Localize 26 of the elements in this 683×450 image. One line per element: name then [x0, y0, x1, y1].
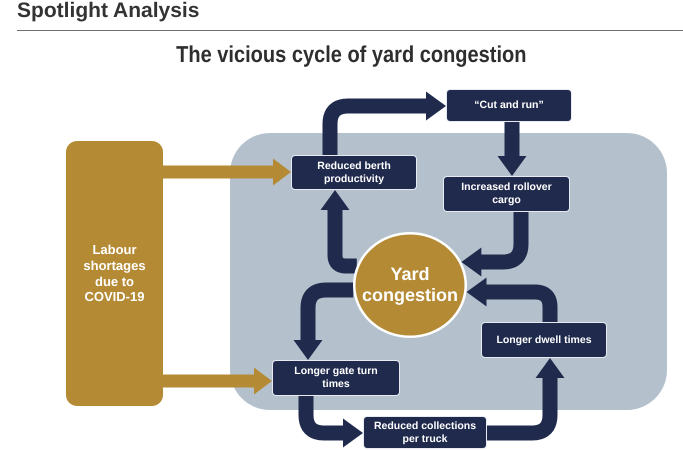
process-box [443, 176, 570, 212]
arrow [322, 92, 446, 155]
arrow [487, 358, 564, 440]
process-box [481, 322, 607, 358]
node-label: Reduced berth productivity [316, 160, 392, 186]
node-label: Longer dwell times [496, 334, 592, 346]
arrow [163, 158, 291, 186]
circle-label: Yard congestion [360, 264, 459, 306]
section-heading: Spotlight Analysis [17, 0, 200, 23]
process-box [363, 416, 487, 449]
central-circle [353, 232, 467, 338]
node-label: Increased rollover cargo [460, 181, 553, 207]
node-label: Longer gate turn times [293, 365, 379, 391]
diagram-title: The vicious cycle of yard congestion [176, 41, 527, 67]
node-label: Labour shortages due to COVID-19 [82, 242, 147, 305]
arrow [466, 278, 558, 322]
arrow [320, 190, 357, 274]
arrow [163, 368, 272, 394]
node-label: Reduced collections per truck [372, 420, 478, 446]
arrow [498, 122, 526, 176]
process-box [446, 89, 572, 122]
cause-box [66, 141, 163, 406]
arrow [298, 396, 363, 448]
process-box [291, 155, 417, 190]
node-label: “Cut and run” [474, 99, 544, 112]
process-box [272, 360, 400, 396]
